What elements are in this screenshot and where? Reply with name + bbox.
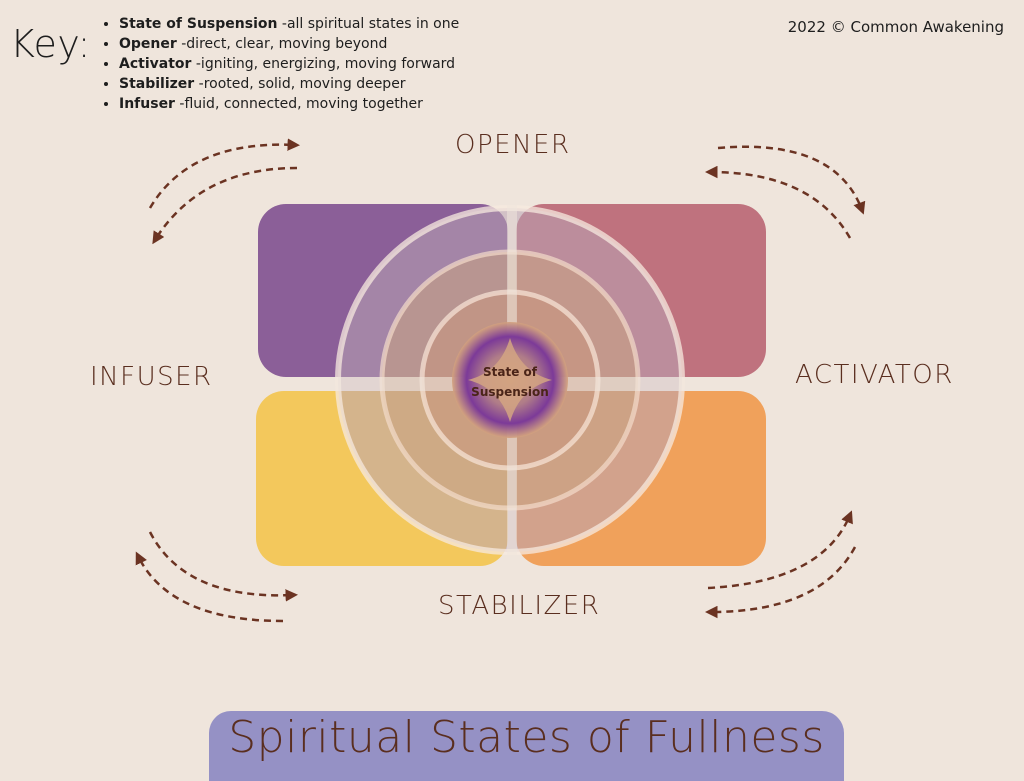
arrow-curve	[148, 531, 298, 602]
key-desc: -fluid, connected, moving together	[174, 96, 423, 112]
arrow-curve	[707, 510, 853, 590]
key-item: Stabilizer -rooted, solid, moving deeper	[119, 74, 459, 94]
key-desc: -rooted, solid, moving deeper	[194, 76, 406, 92]
arrow-curve	[148, 138, 300, 209]
key-item: Activator -igniting, energizing, moving …	[119, 54, 459, 74]
key-term: Stabilizer	[119, 76, 195, 92]
key-term: Activator	[119, 56, 192, 72]
key-desc: -direct, clear, moving beyond	[176, 36, 388, 52]
key-term: Opener	[119, 36, 177, 52]
core-star	[468, 338, 552, 422]
key-item: Infuser -fluid, connected, moving togeth…	[119, 94, 459, 114]
center-label-line2: Suspension	[471, 385, 549, 399]
arrow-curve	[135, 551, 284, 623]
key-item: State of Suspension -all spiritual state…	[119, 14, 459, 34]
page-title: Spiritual States of Fullness	[228, 712, 825, 763]
infuser-label: INFUSER	[90, 362, 213, 392]
key-list: State of Suspension -all spiritual state…	[101, 14, 459, 114]
activator-label: ACTIVATOR	[795, 360, 954, 390]
key-label: Key:	[10, 22, 91, 66]
key-desc: -all spiritual states in one	[277, 16, 460, 32]
opener-label: OPENER	[455, 130, 571, 160]
arrow-curve	[705, 546, 857, 619]
copyright-text: 2022 © Common Awakening	[787, 18, 1004, 36]
key-desc: -igniting, energizing, moving forward	[191, 56, 456, 72]
arrow-curve	[705, 165, 852, 239]
key-term: State of Suspension	[119, 16, 278, 32]
arrow-curve	[152, 166, 298, 245]
center-label-line1: State of	[483, 365, 537, 379]
key-item: Opener -direct, clear, moving beyond	[119, 34, 459, 54]
arrow-curve	[717, 145, 866, 215]
center-label: State of Suspension	[462, 362, 558, 402]
stabilizer-label: STABILIZER	[438, 591, 601, 621]
key-term: Infuser	[119, 96, 175, 112]
